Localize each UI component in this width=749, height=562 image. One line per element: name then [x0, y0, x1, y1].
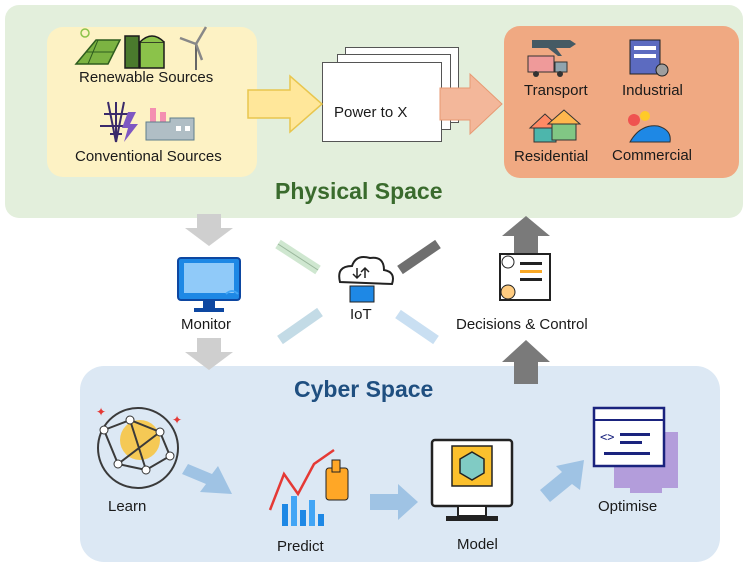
- learn-to-predict-arrow: [182, 464, 232, 494]
- decisions-control-label: Decisions & Control: [456, 316, 588, 333]
- model-cube-monitor-icon: [430, 438, 514, 521]
- commercial-label: Commercial: [612, 147, 693, 164]
- factory-silo-icon: [124, 35, 165, 69]
- monitor-to-cyber-arrow: [185, 338, 233, 370]
- model-label: Model: [457, 536, 498, 553]
- transport-label: Transport: [524, 82, 588, 99]
- iot-cloud-icon: [338, 256, 394, 303]
- sources-to-conversion-arrow: [247, 74, 324, 134]
- predict-label: Predict: [277, 538, 324, 555]
- demand-sectors-box: [504, 26, 739, 178]
- cyber-space-title: Cyber Space: [294, 376, 434, 402]
- decision-control-icon: [499, 253, 551, 301]
- airplane-truck-icon: [527, 40, 576, 77]
- physical-to-monitor-arrow: [185, 214, 233, 246]
- power-pylon-icon: [100, 101, 138, 143]
- commercial-store-icon: [628, 111, 671, 143]
- residential-label: Residential: [514, 148, 589, 165]
- industrial-building-icon: [629, 39, 669, 77]
- monitor-icon: [177, 257, 241, 312]
- power-to-x-document: [322, 62, 442, 142]
- predict-to-model-arrow: [370, 484, 418, 520]
- houses-icon: [528, 109, 582, 143]
- optimise-label: Optimise: [598, 498, 658, 515]
- model-to-optimise-arrow: [540, 460, 584, 502]
- physical-space-title: Physical Space: [275, 178, 443, 204]
- solar-panel-icon: [74, 28, 122, 65]
- monitor-label: Monitor: [181, 316, 232, 333]
- brain-network-icon: ✦ ✦: [96, 405, 182, 489]
- iot-link-arrows: [275, 239, 441, 345]
- renewable-sources-label: Renewable Sources: [79, 69, 214, 86]
- conversion-to-demand-arrow: [439, 72, 503, 136]
- wind-turbine-icon: [179, 26, 208, 70]
- power-plant-icon: [145, 108, 195, 141]
- svg-text:✦: ✦: [172, 413, 182, 427]
- learn-label: Learn: [108, 498, 147, 515]
- svg-text:✦: ✦: [96, 405, 106, 419]
- prediction-chart-icon: [268, 448, 349, 526]
- cyber-to-control-arrow: [502, 340, 550, 384]
- industrial-label: Industrial: [622, 82, 683, 99]
- code-window-icon: <>: [592, 406, 678, 493]
- iot-label: IoT: [350, 306, 372, 323]
- conventional-sources-label: Conventional Sources: [75, 148, 222, 165]
- power-to-x-label: Power to X: [334, 104, 408, 121]
- svg-text:<>: <>: [600, 430, 614, 444]
- control-to-physical-arrow: [502, 216, 550, 260]
